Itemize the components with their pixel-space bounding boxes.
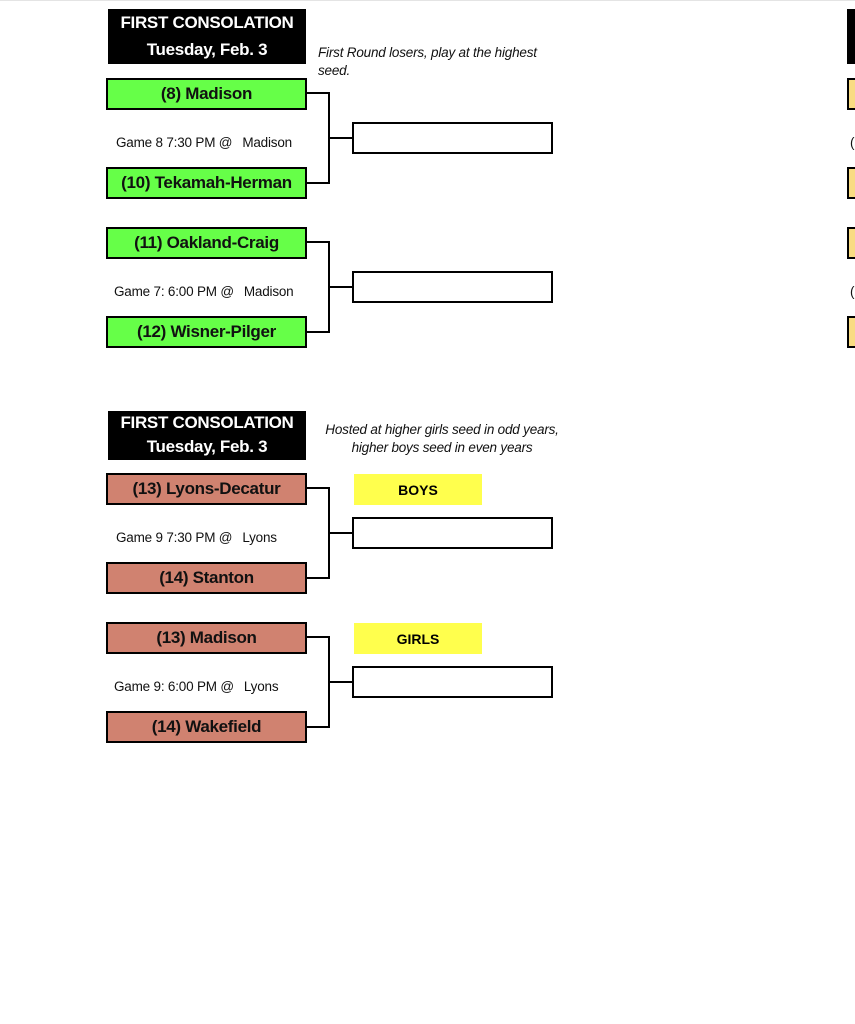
section2-note-line2: higher boys seed in even years: [351, 440, 533, 455]
team-slot[interactable]: (10) Tekamah-Herman: [106, 167, 307, 199]
game-time: Game 9: 6:00 PM @: [114, 679, 234, 694]
bracket-line: [305, 92, 330, 184]
next-column-team-edge[interactable]: [847, 227, 855, 259]
section1-note: First Round losers, play at the highest …: [318, 45, 537, 78]
section2-header-date: Tuesday, Feb. 3: [146, 437, 268, 456]
bracket-connector: [329, 137, 353, 139]
section2-header-title: FIRST CONSOLATION: [120, 413, 294, 432]
team-slot[interactable]: (8) Madison: [106, 78, 307, 110]
winner-slot[interactable]: [352, 271, 553, 303]
game-location: Lyons: [243, 679, 279, 694]
section2-note-line1: Hosted at higher girls seed in odd years…: [325, 422, 559, 437]
game-time: Game 7: 6:00 PM @: [114, 284, 234, 299]
section2-note: Hosted at higher girls seed in odd years…: [322, 421, 562, 457]
next-column-header-edge: [847, 9, 855, 64]
winner-slot[interactable]: [352, 122, 553, 154]
team-slot[interactable]: (14) Stanton: [106, 562, 307, 594]
girls-tag: GIRLS: [354, 623, 482, 654]
boys-tag: BOYS: [354, 474, 482, 505]
next-column-team-edge[interactable]: [847, 167, 855, 199]
team-slot[interactable]: (13) Lyons-Decatur: [106, 473, 307, 505]
bracket-line: [305, 487, 330, 579]
bracket-connector: [329, 681, 353, 683]
game-info: Game 7: 6:00 PM @ Madison: [114, 284, 294, 299]
team-slot[interactable]: (14) Wakefield: [106, 711, 307, 743]
top-border-line: [0, 0, 855, 1]
next-column-game-edge: (: [850, 135, 855, 150]
bracket-connector: [329, 286, 353, 288]
next-column-team-edge[interactable]: [847, 316, 855, 348]
next-column-team-edge[interactable]: [847, 78, 855, 110]
game-location: Madison: [242, 135, 292, 150]
game-info: Game 8 7:30 PM @ Madison: [116, 135, 292, 150]
bracket-line: [305, 241, 330, 333]
winner-slot[interactable]: [352, 666, 553, 698]
section1-header-title: FIRST CONSOLATION: [120, 13, 294, 32]
game-info: Game 9 7:30 PM @ Lyons: [116, 530, 277, 545]
bracket-connector: [329, 532, 353, 534]
game-info: Game 9: 6:00 PM @ Lyons: [114, 679, 279, 694]
game-time: Game 9 7:30 PM @: [116, 530, 233, 545]
team-slot[interactable]: (11) Oakland-Craig: [106, 227, 307, 259]
next-column-game-edge: (: [850, 284, 855, 299]
bracket-line: [305, 636, 330, 728]
team-slot[interactable]: (13) Madison: [106, 622, 307, 654]
section1-header: FIRST CONSOLATION Tuesday, Feb. 3: [108, 9, 306, 64]
section1-header-date: Tuesday, Feb. 3: [146, 40, 268, 59]
game-location: Lyons: [242, 530, 277, 545]
winner-slot[interactable]: [352, 517, 553, 549]
team-slot[interactable]: (12) Wisner-Pilger: [106, 316, 307, 348]
game-time: Game 8 7:30 PM @: [116, 135, 233, 150]
game-location: Madison: [243, 284, 294, 299]
section2-header: FIRST CONSOLATION Tuesday, Feb. 3: [108, 411, 306, 460]
